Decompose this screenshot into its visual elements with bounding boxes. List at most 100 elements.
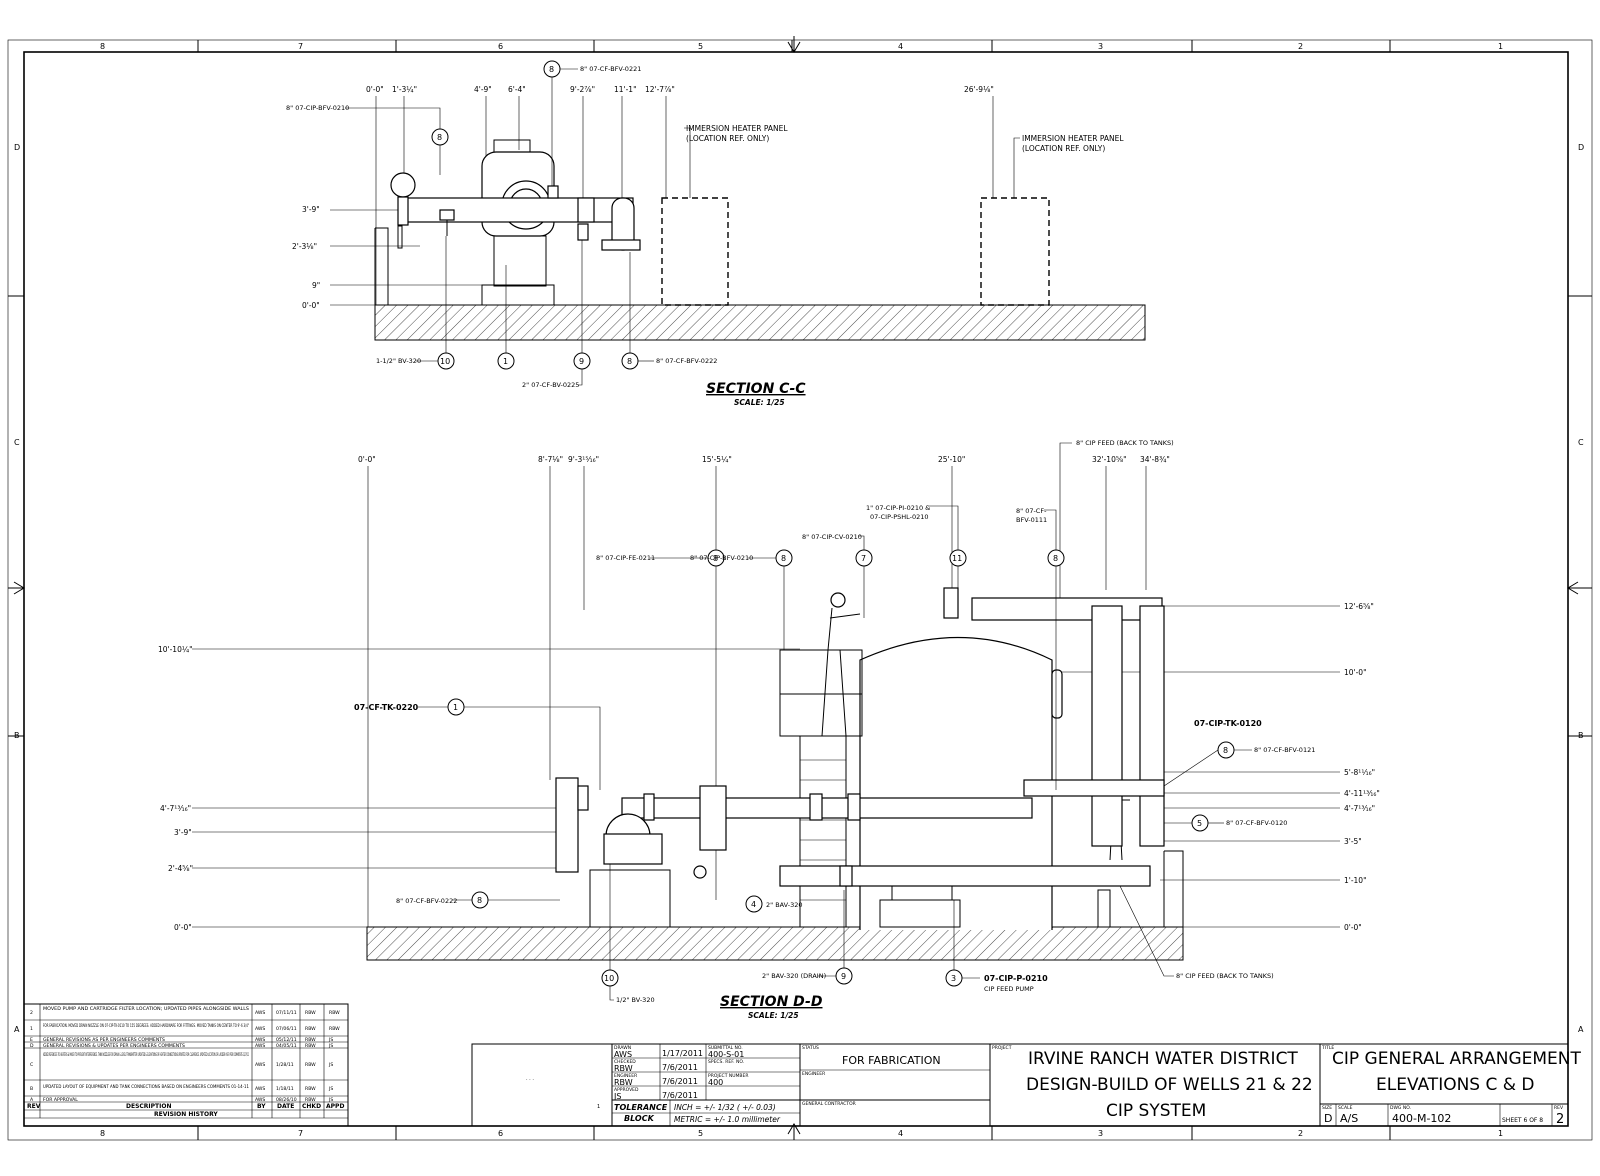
rev-desc: GENERAL REVISIONS & UPDATES PER ENGINEER… xyxy=(43,1043,185,1049)
tag-sub: CIP FEED PUMP xyxy=(984,985,1034,993)
bubble-label: 8 xyxy=(477,896,482,905)
rev-by: AWS xyxy=(255,1010,265,1016)
bubble-label: 3 xyxy=(951,974,956,983)
field-label: REV xyxy=(1554,1105,1564,1111)
bubble-label: 8 xyxy=(549,65,554,74)
rev-footer: REVISION HISTORY xyxy=(154,1111,218,1118)
callout: 1-1/2" BV-320 xyxy=(376,357,421,365)
callout: 8" 07-CF-BFV-0121 xyxy=(1254,746,1315,754)
project-title: CIP SYSTEM xyxy=(1106,1101,1206,1121)
bubble-label: 8 xyxy=(1053,554,1058,563)
col-label: 3 xyxy=(1098,42,1103,51)
col-label: 7 xyxy=(298,1129,303,1138)
section-title: SECTION D-D xyxy=(720,994,822,1010)
dim-label: 11'-1" xyxy=(614,85,637,94)
field-label: DWG NO. xyxy=(1390,1105,1411,1111)
bubble-label: 8 xyxy=(437,133,442,142)
row-label: B xyxy=(14,731,20,740)
checked-date: 7/6/2011 xyxy=(662,1063,698,1072)
rev-by: AWS xyxy=(255,1062,265,1068)
rev-date: 1/18/11 xyxy=(276,1086,294,1092)
row-label: C xyxy=(14,438,20,447)
field-label: SUBMITTAL NO. xyxy=(708,1045,743,1051)
field-label: ENGINEER xyxy=(614,1073,637,1079)
col-label: 6 xyxy=(498,1129,503,1138)
field-label: CHECKED xyxy=(614,1059,636,1065)
row-label: A xyxy=(1578,1025,1584,1034)
field-label: GENERAL CONTRACTOR xyxy=(802,1101,856,1107)
section-cc: 3'-9" 2'-3⅛" 9" 0'-0" 0'-0" 1'-3¼" 4'-9"… xyxy=(286,60,1146,407)
project-title: IRVINE RANCH WATER DISTRICT xyxy=(1028,1049,1298,1069)
scale-value: A/S xyxy=(1340,1112,1358,1125)
dim-label: 34'-8¾" xyxy=(1140,455,1170,464)
dim-label: 12'-7⅞" xyxy=(645,85,675,94)
project-title: DESIGN-BUILD OF WELLS 21 & 22 xyxy=(1026,1075,1313,1095)
drawing-title: CIP GENERAL ARRANGEMENT xyxy=(1332,1049,1581,1069)
rev-date: 05/12/11 xyxy=(276,1037,297,1043)
submittal-no: 400-S-01 xyxy=(708,1050,744,1059)
dim-label: 2'-4⅝" xyxy=(168,864,193,873)
bubble-label: 9 xyxy=(841,972,846,981)
panel-note: IMMERSION HEATER PANEL xyxy=(1022,134,1124,143)
panel-note: IMMERSION HEATER PANEL xyxy=(686,124,788,133)
rev-appd: JS xyxy=(328,1043,333,1049)
col-label: 6 xyxy=(498,42,503,51)
row-label: C xyxy=(1578,438,1584,447)
rev-date: 04/05/11 xyxy=(276,1043,297,1049)
dim-label: 9'-2⅞" xyxy=(570,85,595,94)
dim-label: 4'-11¹³⁄₁₆" xyxy=(1344,789,1380,798)
field-label: PROJECT xyxy=(992,1045,1012,1051)
rev-value: 2 xyxy=(1556,1112,1564,1127)
rev-chkd: RBW xyxy=(305,1086,316,1092)
rev-chkd: RBW xyxy=(305,1026,316,1032)
rev-appd: JS xyxy=(328,1062,333,1068)
bubble-label: 1 xyxy=(503,357,508,366)
panel-note: (LOCATION REF. ONLY) xyxy=(686,134,769,143)
dim-label: 9'-3¹⁵⁄₁₆" xyxy=(568,455,599,464)
drawn-by: AWS xyxy=(614,1050,632,1059)
callout: 8" 07-CF-BFV-0222 xyxy=(656,357,717,365)
rev-chkd: RBW xyxy=(305,1010,316,1016)
callout: 8" 07-CF-BFV-0222 xyxy=(396,897,457,905)
col-label: 8 xyxy=(100,1129,105,1138)
rev-appd: JS xyxy=(328,1037,333,1043)
checked-by: RBW xyxy=(614,1064,633,1073)
rev-date: 07/11/11 xyxy=(276,1010,297,1016)
tag-label: 07-CF-TK-0220 xyxy=(354,703,419,712)
rev-date: 08/26/10 xyxy=(276,1097,297,1103)
rev-appd: JS xyxy=(328,1086,333,1092)
size-value: D xyxy=(1324,1112,1332,1125)
dim-label: 8'-7⅛" xyxy=(538,455,563,464)
bubble-label: 9 xyxy=(579,357,584,366)
callout: 8" 07-CIP-BFV-0210 xyxy=(690,554,753,562)
row-label: B xyxy=(1578,731,1584,740)
marker: 1 xyxy=(597,1104,600,1110)
bubble-label: 10 xyxy=(440,357,450,366)
callout: 2" 07-CF-BV-0225 xyxy=(522,381,579,389)
section-scale: SCALE: 1/25 xyxy=(748,1011,799,1020)
col-label: 8 xyxy=(100,42,105,51)
bubble-label: 8 xyxy=(627,357,632,366)
dwg-number: 400-M-102 xyxy=(1392,1112,1451,1125)
rev-id: 1 xyxy=(30,1026,33,1032)
rev-head: REV xyxy=(27,1103,41,1110)
tolerance-metric: METRIC = +/- 1.0 millimeter xyxy=(674,1115,781,1124)
rev-id: C xyxy=(30,1062,33,1068)
callout: 1/2" BV-320 xyxy=(616,996,655,1004)
bubble-label: 8 xyxy=(713,554,718,563)
rev-chkd: RBW xyxy=(305,1062,316,1068)
bubble-label: 7 xyxy=(861,554,866,563)
engineer-by: RBW xyxy=(614,1078,633,1087)
immersion-heater-panel xyxy=(661,197,729,306)
rev-date: 07/06/11 xyxy=(276,1026,297,1032)
bubble-label: 4 xyxy=(751,900,756,909)
bubble-label: 8 xyxy=(781,554,786,563)
engineer-date: 7/6/2011 xyxy=(662,1077,698,1086)
rev-chkd: RBW xyxy=(305,1043,316,1049)
rev-desc: FOR APPROVAL xyxy=(43,1097,78,1103)
field-label: DRAWN xyxy=(614,1045,631,1051)
col-label: 1 xyxy=(1498,42,1503,51)
drawing-title: ELEVATIONS C & D xyxy=(1376,1075,1535,1095)
dim-label: 0'-0" xyxy=(174,923,192,932)
col-label: 5 xyxy=(698,42,703,51)
